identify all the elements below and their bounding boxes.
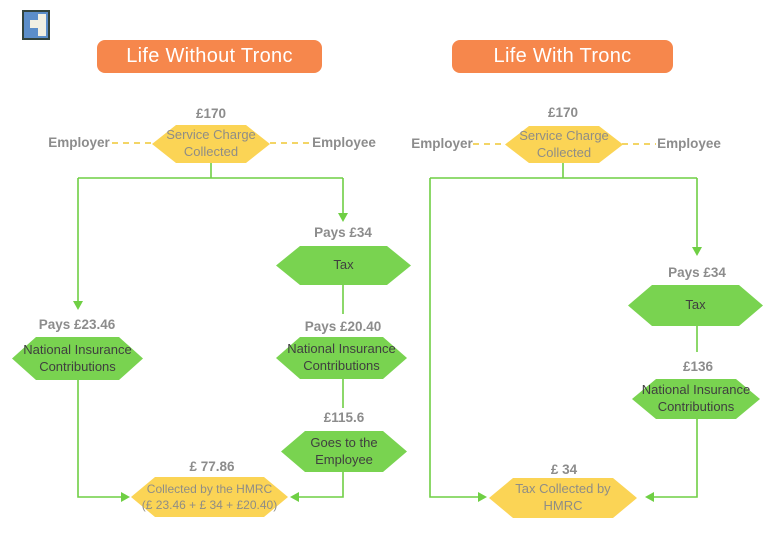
right-nic-node: National Insurance Contributions <box>632 379 760 419</box>
left-hmrc-right-arrowhead <box>290 492 299 502</box>
left-tax-text: Tax <box>333 257 354 273</box>
left-employee-nic-node: National Insurance Contributions <box>276 337 407 379</box>
left-service-charge-node: Service Charge Collected <box>152 125 270 163</box>
left-amount-77-86-label: £ 77.86 <box>189 459 235 474</box>
right-amount-34-label: £ 34 <box>550 462 578 477</box>
right-tax-text: Tax <box>685 297 706 313</box>
left-goes-to-hmrc <box>299 472 344 498</box>
left-pays-34-label: Pays £34 <box>314 225 372 240</box>
left-hmrc-node: Collected by the HMRC (£ 23.46 + £ 34 + … <box>131 477 288 517</box>
right-hmrc-left-arrowhead <box>478 492 487 502</box>
right-title: Life With Tronc <box>493 45 632 67</box>
left-goes-to-employee-node: Goes to the Employee <box>281 431 407 472</box>
left-tax-node: Tax <box>276 246 411 285</box>
left-employer-nic-node: National Insurance Contributions <box>12 337 143 380</box>
left-service-charge-text: Service Charge Collected <box>166 127 256 159</box>
right-hmrc-text: Tax Collected by HMRC <box>515 481 611 513</box>
left-amount-115-6-label: £115.6 <box>323 410 365 425</box>
right-nic-text: National Insurance Contributions <box>641 382 751 414</box>
left-hmrc-left-arrowhead <box>121 492 130 502</box>
left-employee-arrowhead <box>338 213 348 222</box>
logo-bar-shape <box>38 14 46 36</box>
right-service-charge-node: Service Charge Collected <box>505 126 623 163</box>
left-goes-to-employee-text: Goes to the Employee <box>310 434 378 467</box>
right-amount-170-label: £170 <box>547 105 579 120</box>
right-tax-node: Tax <box>628 285 763 326</box>
left-employee-nic-text: National Insurance Contributions <box>287 341 396 373</box>
right-employee-arrowhead <box>692 247 702 256</box>
right-service-charge-text: Service Charge Collected <box>519 127 609 160</box>
left-employer-arrowhead <box>73 301 83 310</box>
right-hmrc-node: Tax Collected by HMRC <box>489 478 637 518</box>
left-hmrc-text: Collected by the HMRC (£ 23.46 + £ 34 + … <box>141 481 278 512</box>
logo-notch-shape <box>30 20 38 28</box>
right-hmrc-right-arrowhead <box>645 492 654 502</box>
left-pays-23-46-label: Pays £23.46 <box>38 317 116 332</box>
right-employer-label: Employer <box>411 136 473 151</box>
right-amount-136-label: £136 <box>682 359 714 374</box>
right-employer-to-hmrc <box>429 178 478 498</box>
left-nic-to-hmrc <box>77 380 121 498</box>
right-nic-to-hmrc <box>654 418 698 498</box>
left-title: Life Without Tronc <box>126 45 293 67</box>
left-amount-170-label: £170 <box>195 106 227 121</box>
right-employee-label: Employee <box>657 136 721 151</box>
left-employer-label: Employer <box>48 135 110 150</box>
left-title-badge: Life Without Tronc <box>97 40 322 73</box>
left-employer-nic-text: National Insurance Contributions <box>23 341 132 374</box>
right-title-badge: Life With Tronc <box>452 40 673 73</box>
creately-logo-icon <box>22 10 50 40</box>
left-pays-20-40-label: Pays £20.40 <box>304 319 382 334</box>
right-pays-34-label: Pays £34 <box>668 265 726 280</box>
left-employee-label: Employee <box>312 135 376 150</box>
